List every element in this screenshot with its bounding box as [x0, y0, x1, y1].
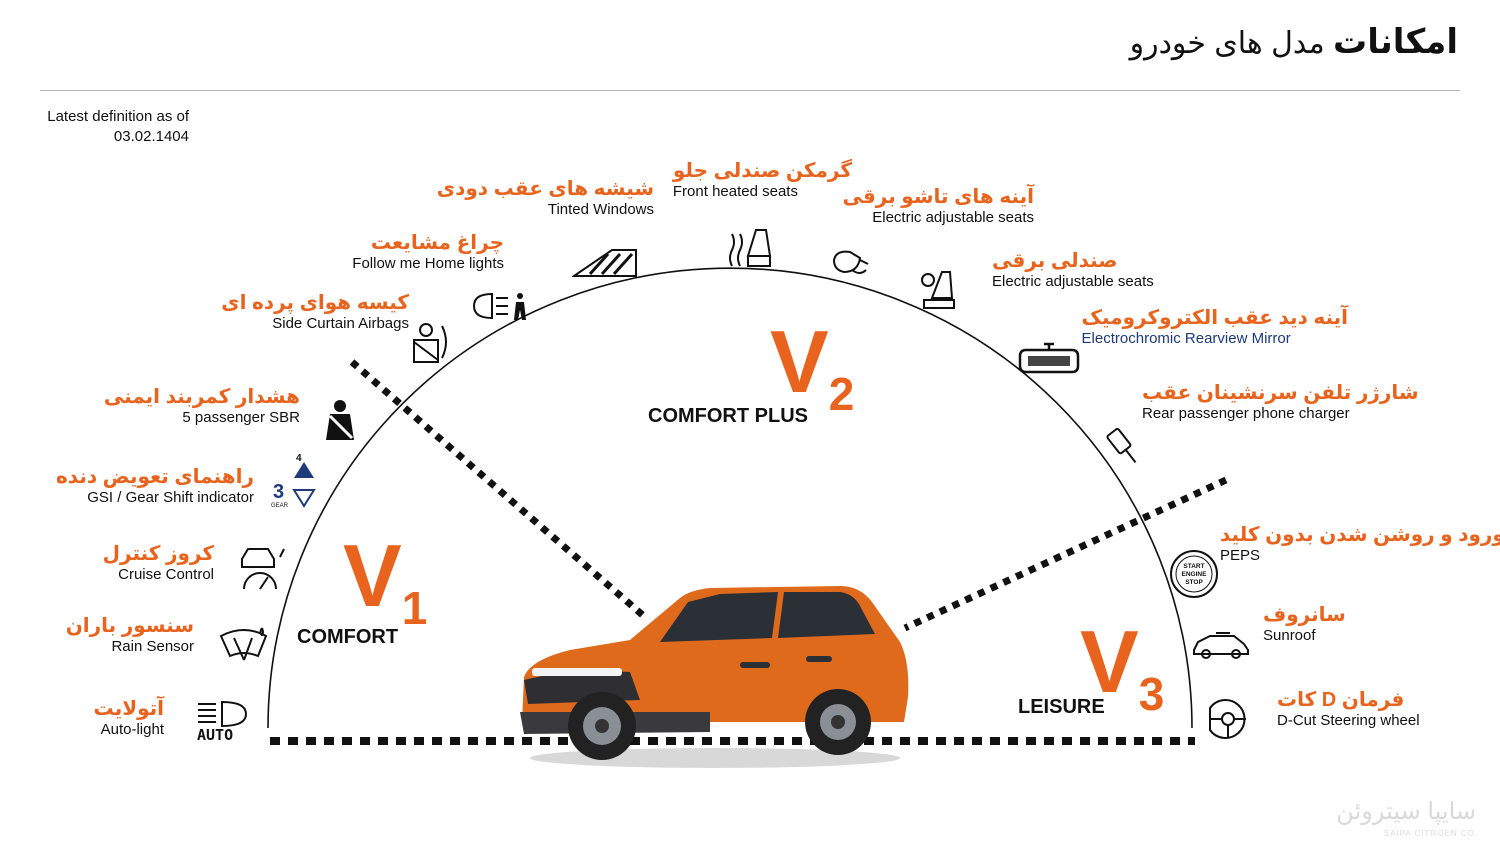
feature-charger-en: Rear passenger phone charger: [1142, 405, 1350, 422]
rearview-mirror-icon: [1018, 342, 1080, 374]
brand-watermark-en: SAIPA CITROEN CO.: [1383, 829, 1478, 838]
gear-up-text: 4: [296, 453, 302, 464]
page-title: امکانات مدل های خودرو: [1130, 22, 1458, 62]
feature-sunroof: سانروف Sunroof: [1263, 602, 1346, 644]
v3-label: LEISURE: [1018, 696, 1105, 718]
feature-dcut-steering: فرمان D کات D-Cut Steering wheel: [1277, 687, 1420, 729]
feature-tinted-windows: شیشه های عقب دودی Tinted Windows: [437, 176, 654, 218]
feature-cruise-control: کروز کنترل Cruise Control: [103, 541, 214, 583]
v2-number: 2: [828, 368, 855, 420]
feature-eseats-fa: صندلی برقی: [992, 250, 1118, 272]
sunroof-icon: [1193, 632, 1249, 659]
definition-date: Latest definition as of 03.02.1404: [34, 107, 189, 147]
feature-cruise-en: Cruise Control: [118, 566, 214, 583]
v2-badge: V2: [770, 318, 854, 418]
feature-autolight-en: Auto-light: [100, 721, 164, 738]
start-text: START: [1183, 563, 1204, 570]
definition-date-line2: 03.02.1404: [113, 128, 189, 145]
rain-sensor-icon: [219, 627, 268, 661]
stop-text: STOP: [1185, 579, 1203, 586]
feature-rain-en: Rain Sensor: [111, 638, 194, 655]
start-stop-button-icon: START ENGINE STOP: [1170, 550, 1218, 598]
follow-me-home-icon: [472, 292, 526, 320]
v3-number: 3: [1138, 668, 1165, 720]
v1-number: 1: [401, 582, 428, 634]
feature-follow-fa: چراغ مشایعت: [370, 232, 504, 254]
feature-mirrors-en: Electric adjustable seats: [872, 209, 1034, 226]
feature-folding-mirrors: آینه های تاشو برقی Electric adjustable s…: [842, 184, 1034, 226]
feature-sunroof-en: Sunroof: [1263, 627, 1316, 644]
feature-electric-seats: صندلی برقی Electric adjustable seats: [992, 248, 1154, 290]
feature-heated-en: Front heated seats: [672, 183, 798, 200]
feature-sbr-en: 5 passenger SBR: [182, 409, 300, 426]
feature-follow-en: Follow me Home lights: [352, 255, 504, 272]
phone-charger-icon: [1106, 427, 1137, 463]
auto-icon-text: AUTO: [197, 726, 233, 742]
version-arc: [267, 267, 1193, 729]
v3-letter: V: [1080, 612, 1139, 711]
feature-sunroof-fa: سانروف: [1263, 604, 1346, 626]
v3-badge: V3: [1080, 618, 1164, 718]
folding-mirror-icon: [832, 250, 869, 274]
feature-curtain-airbags: کیسه هوای پرده ای Side Curtain Airbags: [221, 290, 409, 332]
seatbelt-icon: [326, 400, 354, 440]
feature-dcut-fa: فرمان D کات: [1277, 689, 1405, 711]
v1-label: COMFORT: [297, 626, 399, 648]
feature-eseats-en: Electric adjustable seats: [992, 273, 1154, 290]
v2-label: COMFORT PLUS: [648, 405, 808, 427]
gear-label-text: GEAR: [271, 503, 289, 509]
v2-letter: V: [770, 312, 829, 411]
cruise-control-icon: [241, 548, 285, 590]
title-rest: مدل های خودرو: [1129, 27, 1325, 60]
feature-sbr: هشدار کمربند ایمنی 5 passenger SBR: [104, 384, 300, 426]
v1-letter: V: [343, 526, 402, 625]
auto-headlight-icon: AUTO: [197, 700, 248, 742]
divider-v1-v2: [349, 359, 649, 621]
title-bold: امکانات: [1333, 23, 1458, 61]
feature-airbags-en: Side Curtain Airbags: [272, 315, 409, 332]
feature-phone-charger: شارژر تلفن سرنشینان عقب Rear passenger p…: [1142, 380, 1419, 422]
feature-rain-sensor: سنسور باران Rain Sensor: [66, 613, 194, 655]
car-image: [520, 586, 909, 768]
feature-peps-en: PEPS: [1220, 547, 1261, 564]
feature-ecmirror-en: Electrochromic Rearview Mirror: [1081, 330, 1291, 347]
gear-number-text: 3: [273, 481, 284, 503]
feature-electrochromic-mirror: آینه دید عقب الکتروکرومیک Electrochromic…: [1082, 305, 1348, 347]
divider-v2-v3: [903, 476, 1228, 632]
header-divider: [40, 90, 1460, 91]
feature-peps: ورود و روشن شدن بدون کلید PEPS: [1220, 522, 1500, 564]
feature-follow-me-home: چراغ مشایعت Follow me Home lights: [352, 230, 504, 272]
feature-tinted-en: Tinted Windows: [547, 201, 654, 218]
airbag-icon: [413, 323, 447, 363]
feature-autolight: آتولایت Auto-light: [94, 696, 164, 738]
feature-front-heated-seats: گرمکن صندلی جلو Front heated seats: [673, 158, 852, 200]
feature-gsi-en: GSI / Gear Shift indicator: [87, 489, 254, 506]
feature-charger-fa: شارژر تلفن سرنشینان عقب: [1142, 382, 1419, 404]
tinted-window-icon: [572, 249, 637, 277]
engine-text: ENGINE: [1182, 571, 1208, 578]
feature-gsi-fa: راهنمای تعویض دنده: [55, 466, 254, 488]
feature-mirrors-fa: آینه های تاشو برقی: [842, 186, 1034, 208]
feature-rain-fa: سنسور باران: [65, 615, 194, 637]
heated-seat-icon: [729, 229, 772, 267]
brand-watermark: سایپا سیتروئن: [1336, 798, 1476, 825]
feature-cruise-fa: کروز کنترل: [102, 543, 214, 565]
d-cut-steering-wheel-icon: [1209, 699, 1246, 739]
gear-shift-icon: 4 3 GEAR: [271, 453, 316, 509]
feature-ecmirror-fa: آینه دید عقب الکتروکرومیک: [1081, 307, 1348, 329]
v1-badge: V1: [343, 532, 427, 632]
feature-gsi: راهنمای تعویض دنده GSI / Gear Shift indi…: [56, 464, 254, 506]
feature-autolight-fa: آتولایت: [93, 698, 164, 720]
feature-peps-fa: ورود و روشن شدن بدون کلید: [1220, 524, 1500, 546]
feature-sbr-fa: هشدار کمربند ایمنی: [103, 386, 300, 408]
electric-seat-icon: [921, 271, 955, 309]
feature-airbags-fa: کیسه هوای پرده ای: [221, 292, 409, 314]
feature-dcut-en: D-Cut Steering wheel: [1277, 712, 1420, 729]
feature-tinted-fa: شیشه های عقب دودی: [436, 178, 654, 200]
feature-heated-fa: گرمکن صندلی جلو: [672, 160, 852, 182]
definition-date-line1: Latest definition as of: [47, 108, 189, 125]
